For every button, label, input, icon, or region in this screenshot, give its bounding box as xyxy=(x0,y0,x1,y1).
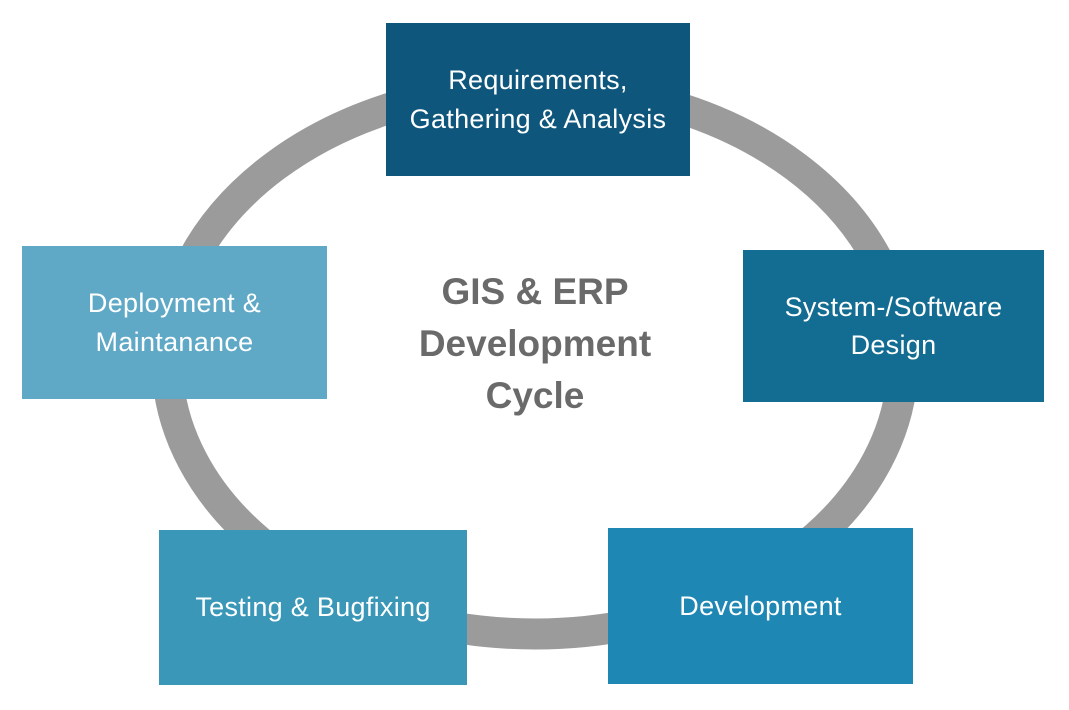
stage-label-system-software-design: System-/Software Design xyxy=(784,291,1003,360)
diagram-title: GIS & ERP Development Cycle xyxy=(418,271,652,416)
stage-box-deployment-maintanance: Deployment & Maintanance xyxy=(22,246,327,399)
stage-box-testing-bugfixing: Testing & Bugfixing xyxy=(159,530,467,685)
stage-label-requirements: Requirements, Gathering & Analysis xyxy=(409,65,667,134)
stage-box-requirements: Requirements, Gathering & Analysis xyxy=(386,23,690,176)
stage-box-system-software-design: System-/Software Design xyxy=(743,250,1044,402)
stage-box-development: Development xyxy=(608,528,913,684)
stage-label-deployment-maintanance: Deployment & Maintanance xyxy=(87,288,262,357)
stage-label-development: Development xyxy=(679,590,842,621)
stage-label-testing-bugfixing: Testing & Bugfixing xyxy=(195,592,431,623)
